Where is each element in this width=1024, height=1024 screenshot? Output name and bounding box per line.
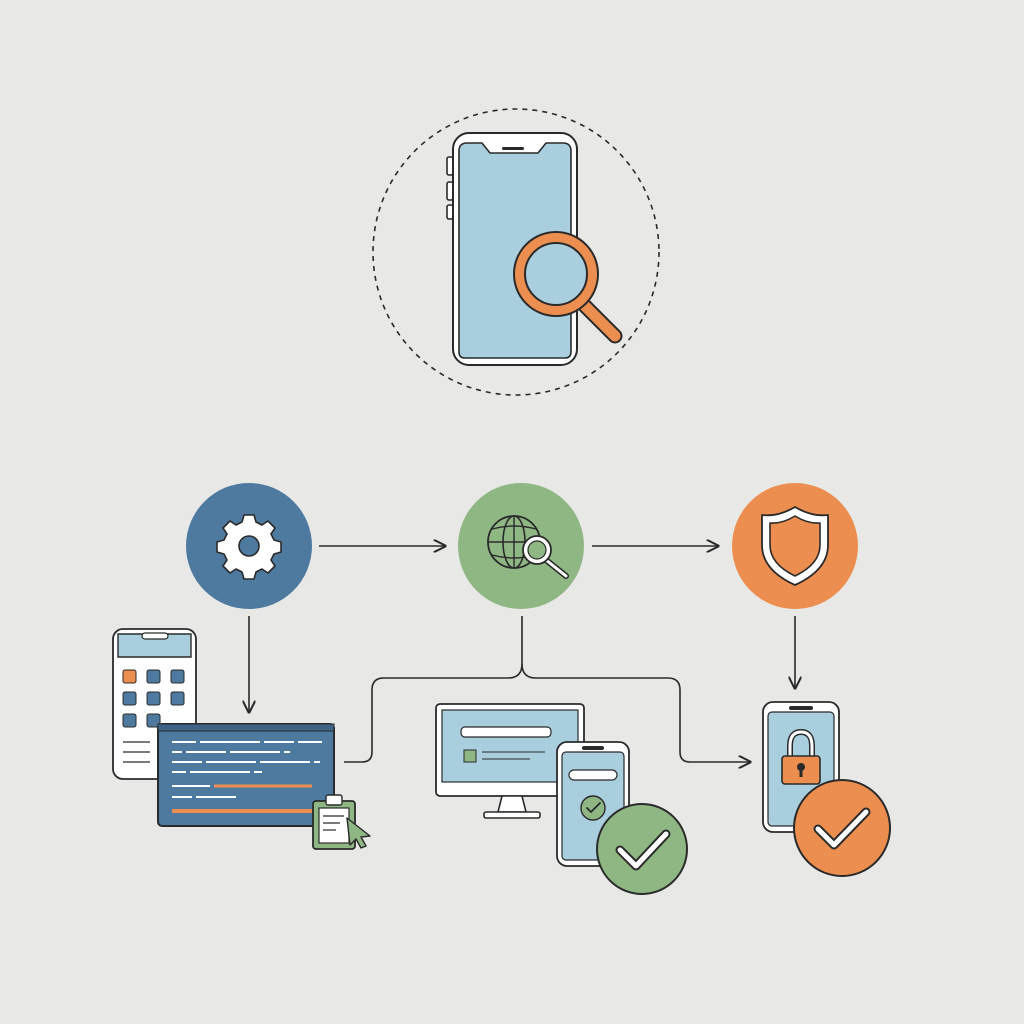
globe-search-icon	[487, 515, 569, 579]
branch-analyze-left	[344, 616, 523, 763]
green-check-icon	[596, 803, 688, 895]
magnifier-icon	[513, 231, 623, 344]
monitor-icon	[435, 703, 585, 819]
output-cross-device-check	[435, 703, 688, 895]
stage-circle-analyze	[458, 483, 584, 609]
code-panel-icon	[157, 723, 335, 827]
clipboard-icon	[312, 794, 371, 850]
output-code-review	[112, 628, 371, 850]
gear-icon	[216, 514, 282, 580]
dashed-circle	[372, 108, 660, 396]
stage-secure	[732, 483, 858, 609]
shield-icon	[761, 506, 829, 586]
hero-phone-magnifier	[372, 108, 660, 396]
stage-configure	[186, 483, 312, 609]
orange-check-icon	[793, 779, 891, 877]
cursor-icon	[346, 817, 371, 849]
branch-analyze-right	[521, 663, 750, 762]
connectors	[249, 546, 795, 762]
stage-analyze	[458, 483, 584, 609]
output-secured-app	[762, 701, 891, 877]
